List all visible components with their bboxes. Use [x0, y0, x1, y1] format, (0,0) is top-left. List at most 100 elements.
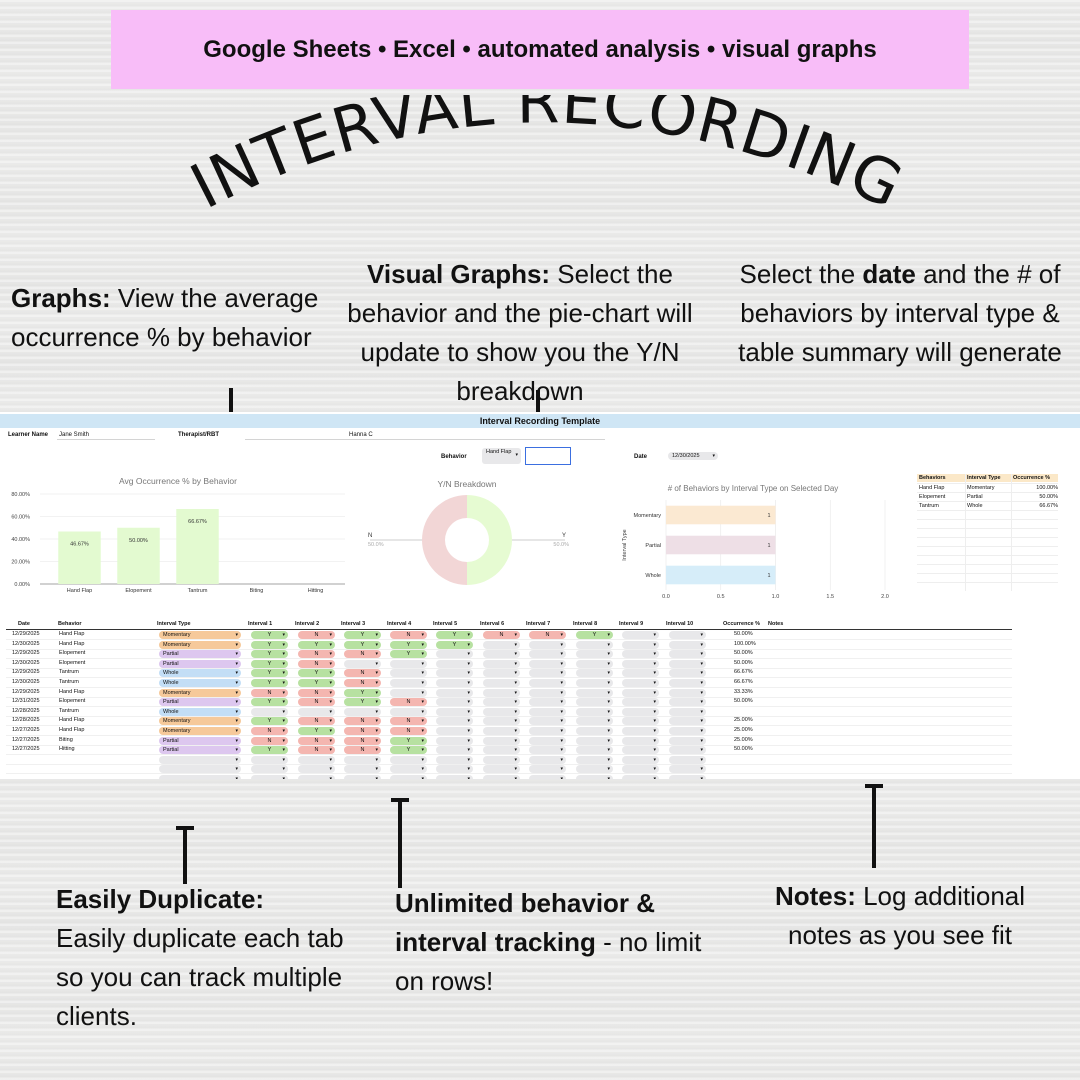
- interval-select[interactable]: ▾: [436, 669, 473, 678]
- interval-select[interactable]: ▾: [483, 650, 520, 659]
- interval-type-select[interactable]: Momentary▾: [159, 640, 241, 649]
- interval-select[interactable]: ▾: [576, 669, 613, 678]
- interval-select[interactable]: ▾: [622, 631, 659, 639]
- date-cell[interactable]: 12/29/2025: [12, 688, 40, 695]
- interval-select[interactable]: ▾: [622, 707, 659, 716]
- interval-select[interactable]: ▾: [390, 688, 427, 697]
- interval-select[interactable]: N▾: [298, 736, 335, 745]
- interval-select[interactable]: ▾: [436, 727, 473, 735]
- interval-type-select[interactable]: Partial▾: [159, 746, 241, 755]
- interval-select[interactable]: ▾: [576, 688, 613, 697]
- interval-select[interactable]: ▾: [436, 717, 473, 726]
- interval-select[interactable]: ▾: [483, 755, 520, 764]
- interval-type-select[interactable]: ▾: [159, 755, 241, 764]
- interval-select[interactable]: ▾: [576, 727, 613, 735]
- interval-select[interactable]: ▾: [436, 679, 473, 687]
- interval-select[interactable]: ▾: [622, 669, 659, 678]
- behavior-cell[interactable]: Elopement: [59, 659, 86, 666]
- interval-select[interactable]: ▾: [436, 765, 473, 774]
- interval-select[interactable]: N▾: [344, 650, 381, 659]
- interval-select[interactable]: ▾: [529, 755, 566, 764]
- behavior-cell[interactable]: Hand Flap: [59, 688, 85, 695]
- behavior-cell[interactable]: Tantrum: [59, 669, 79, 676]
- interval-select[interactable]: N▾: [344, 727, 381, 735]
- interval-select[interactable]: ▾: [576, 736, 613, 745]
- occurrence-cell[interactable]: 50.00%: [734, 659, 753, 666]
- interval-select[interactable]: ▾: [436, 688, 473, 697]
- interval-select[interactable]: Y▾: [251, 717, 288, 726]
- interval-select[interactable]: ▾: [436, 746, 473, 755]
- date-cell[interactable]: 12/27/2025: [12, 736, 40, 743]
- interval-type-select[interactable]: Momentary▾: [159, 727, 241, 735]
- learner-field[interactable]: Jane Smith: [59, 432, 90, 438]
- behavior-select[interactable]: Hand Flap▾: [482, 448, 521, 464]
- interval-select[interactable]: ▾: [436, 698, 473, 707]
- interval-select[interactable]: Y▾: [298, 669, 335, 678]
- interval-select[interactable]: ▾: [436, 736, 473, 745]
- interval-select[interactable]: ▾: [436, 775, 473, 779]
- date-cell[interactable]: 12/30/2025: [12, 659, 40, 666]
- interval-select[interactable]: N▾: [298, 631, 335, 639]
- interval-select[interactable]: ▾: [669, 717, 706, 726]
- interval-select[interactable]: N▾: [298, 717, 335, 726]
- interval-select[interactable]: ▾: [529, 707, 566, 716]
- interval-select[interactable]: N▾: [298, 688, 335, 697]
- interval-type-select[interactable]: Partial▾: [159, 698, 241, 707]
- interval-type-select[interactable]: Partial▾: [159, 659, 241, 668]
- behavior-cell[interactable]: Tantrum: [59, 679, 79, 685]
- interval-select[interactable]: ▾: [529, 688, 566, 697]
- interval-select[interactable]: ▾: [390, 669, 427, 678]
- interval-select[interactable]: ▾: [669, 765, 706, 774]
- interval-select[interactable]: ▾: [669, 707, 706, 716]
- interval-select[interactable]: ▾: [576, 698, 613, 707]
- occurrence-cell[interactable]: 50.00%: [734, 698, 753, 705]
- interval-select[interactable]: Y▾: [251, 698, 288, 707]
- interval-type-select[interactable]: Whole▾: [159, 679, 241, 687]
- interval-select[interactable]: ▾: [483, 688, 520, 697]
- interval-select[interactable]: ▾: [622, 640, 659, 649]
- interval-select[interactable]: ▾: [529, 727, 566, 735]
- interval-select[interactable]: N▾: [344, 669, 381, 678]
- date-cell[interactable]: 12/27/2025: [12, 727, 40, 733]
- date-cell[interactable]: 12/29/2025: [12, 669, 40, 676]
- interval-select[interactable]: ▾: [483, 698, 520, 707]
- interval-select[interactable]: ▾: [344, 659, 381, 668]
- interval-select[interactable]: Y▾: [436, 640, 473, 649]
- interval-select[interactable]: N▾: [390, 631, 427, 639]
- interval-select[interactable]: ▾: [669, 631, 706, 639]
- date-cell[interactable]: 12/30/2025: [12, 679, 40, 685]
- interval-select[interactable]: ▾: [483, 717, 520, 726]
- date-cell[interactable]: 12/29/2025: [12, 631, 40, 637]
- occurrence-cell[interactable]: 100.00%: [734, 640, 756, 647]
- occurrence-cell[interactable]: 66.67%: [734, 669, 753, 676]
- behavior-cell[interactable]: Hand Flap: [59, 717, 85, 724]
- behavior-cell[interactable]: Tantrum: [59, 707, 79, 714]
- interval-select[interactable]: ▾: [622, 650, 659, 659]
- interval-select[interactable]: Y▾: [390, 650, 427, 659]
- interval-select[interactable]: ▾: [251, 755, 288, 764]
- interval-select[interactable]: ▾: [529, 775, 566, 779]
- interval-select[interactable]: N▾: [344, 717, 381, 726]
- interval-select[interactable]: Y▾: [390, 736, 427, 745]
- interval-select[interactable]: ▾: [390, 707, 427, 716]
- interval-select[interactable]: ▾: [669, 755, 706, 764]
- interval-select[interactable]: ▾: [390, 755, 427, 764]
- occurrence-cell[interactable]: 25.00%: [734, 717, 753, 724]
- interval-select[interactable]: Y▾: [251, 746, 288, 755]
- interval-select[interactable]: ▾: [529, 746, 566, 755]
- interval-select[interactable]: ▾: [344, 755, 381, 764]
- interval-type-select[interactable]: ▾: [159, 775, 241, 779]
- interval-select[interactable]: ▾: [298, 755, 335, 764]
- interval-select[interactable]: N▾: [251, 688, 288, 697]
- interval-select[interactable]: ▾: [390, 659, 427, 668]
- occurrence-cell[interactable]: 33.33%: [734, 688, 753, 695]
- interval-select[interactable]: ▾: [529, 669, 566, 678]
- interval-select[interactable]: Y▾: [298, 727, 335, 735]
- interval-select[interactable]: ▾: [298, 775, 335, 779]
- interval-select[interactable]: ▾: [576, 755, 613, 764]
- interval-select[interactable]: Y▾: [251, 679, 288, 687]
- interval-select[interactable]: ▾: [669, 640, 706, 649]
- interval-select[interactable]: N▾: [344, 746, 381, 755]
- interval-select[interactable]: ▾: [344, 707, 381, 716]
- interval-select[interactable]: ▾: [529, 765, 566, 774]
